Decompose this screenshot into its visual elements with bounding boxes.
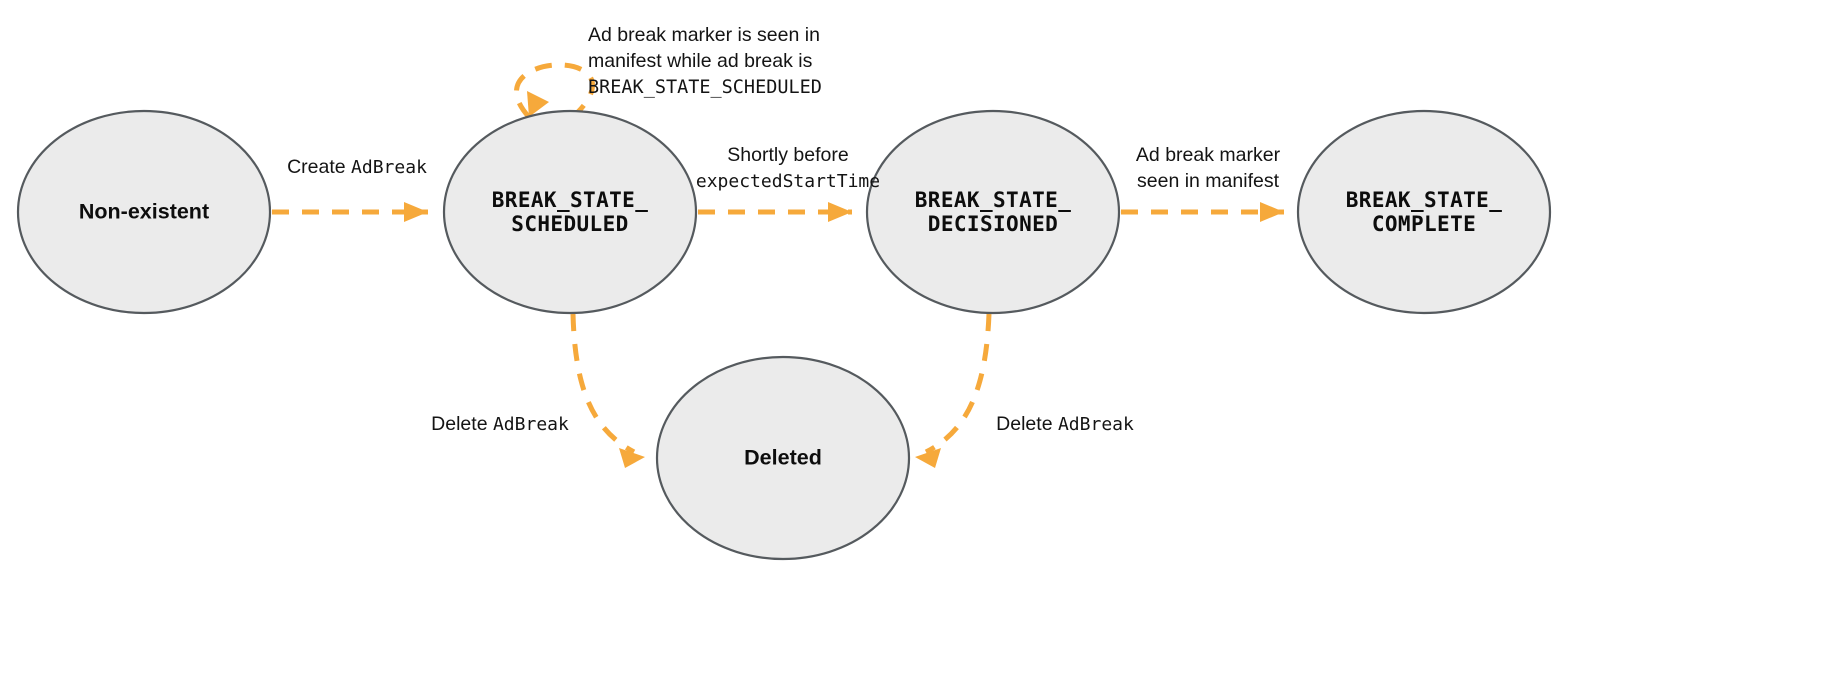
node-break-state-scheduled[interactable]: BREAK_STATE_ SCHEDULED [442, 109, 698, 315]
node-deleted[interactable]: Deleted [655, 355, 911, 561]
edge-delete-from-scheduled [570, 313, 645, 468]
edge-annotation-line-1: Ad break marker is seen in [588, 24, 820, 46]
node-break-state-complete[interactable]: BREAK_STATE_ COMPLETE [1296, 109, 1552, 315]
edge-label-create-adbreak: Create AdBreak [287, 156, 427, 178]
edge-delete-from-decisioned-path [924, 313, 992, 455]
edge-label-marker-seen-in-manifest: Ad break marker seen in manifest [1136, 144, 1281, 192]
node-break-state-scheduled-shape[interactable] [442, 109, 698, 315]
node-break-state-decisioned-label-line1: BREAK_STATE_ [915, 188, 1072, 212]
edge-annotation-line-2: manifest while ad break is [588, 50, 813, 72]
edge-marker-seen-in-manifest [1121, 202, 1284, 222]
node-deleted-label: Deleted [744, 446, 822, 470]
edge-marker-seen-self-loop [514, 62, 595, 119]
edge-delete-from-decisioned-arrowhead [915, 448, 941, 468]
node-break-state-complete-label-line1: BREAK_STATE_ [1346, 188, 1503, 212]
edge-label-delete-from-scheduled-code: AdBreak [493, 414, 569, 435]
edge-label-shortly-before-line2: expectedStartTime [696, 171, 880, 192]
node-break-state-decisioned-label-line2: DECISIONED [928, 212, 1058, 236]
edge-annotation-line-3: BREAK_STATE_SCHEDULED [588, 77, 822, 98]
node-break-state-scheduled-label-line2: SCHEDULED [511, 212, 628, 236]
node-break-state-complete-label-line2: COMPLETE [1372, 212, 1476, 236]
node-break-state-complete-shape[interactable] [1296, 109, 1552, 315]
edge-label-delete-from-decisioned-prefix: Delete [996, 413, 1058, 435]
edge-label-marker-seen-line1: Ad break marker [1136, 144, 1281, 166]
node-non-existent[interactable]: Non-existent [16, 109, 272, 315]
node-non-existent-shape[interactable] [16, 109, 272, 315]
edge-marker-seen-in-manifest-arrowhead [1260, 202, 1284, 222]
edge-label-delete-from-decisioned-code: AdBreak [1058, 414, 1134, 435]
edge-label-delete-from-decisioned: Delete AdBreak [996, 413, 1134, 435]
edge-shortly-before-expected-start-arrowhead [828, 202, 852, 222]
edge-marker-seen-self-loop-arrowhead [527, 91, 549, 117]
edge-label-marker-seen-line2: seen in manifest [1137, 170, 1280, 192]
edge-create-adbreak-arrowhead [404, 202, 428, 222]
node-deleted-shape[interactable] [655, 355, 911, 561]
edge-annotation-marker-seen-self-loop: Ad break marker is seen in manifest whil… [588, 24, 822, 98]
node-non-existent-label: Non-existent [79, 200, 209, 224]
edge-shortly-before-expected-start [698, 202, 852, 222]
edge-create-adbreak [272, 202, 428, 222]
edge-label-create-adbreak-prefix: Create [287, 156, 351, 178]
edge-label-delete-from-scheduled-prefix: Delete [431, 413, 493, 435]
edge-label-shortly-before-line1: Shortly before [727, 144, 848, 166]
edge-delete-from-scheduled-path [570, 313, 636, 455]
edge-label-create-adbreak-code: AdBreak [351, 157, 427, 178]
edge-delete-from-scheduled-arrowhead [619, 448, 645, 468]
node-break-state-decisioned-shape[interactable] [865, 109, 1121, 315]
edge-delete-from-decisioned [915, 313, 992, 468]
node-break-state-scheduled-label-line1: BREAK_STATE_ [492, 188, 649, 212]
edge-marker-seen-self-loop-path [514, 62, 595, 119]
node-break-state-decisioned[interactable]: BREAK_STATE_ DECISIONED [865, 109, 1121, 315]
edge-label-shortly-before-expected-start: Shortly before expectedStartTime [696, 144, 880, 192]
edge-label-delete-from-scheduled: Delete AdBreak [431, 413, 569, 435]
